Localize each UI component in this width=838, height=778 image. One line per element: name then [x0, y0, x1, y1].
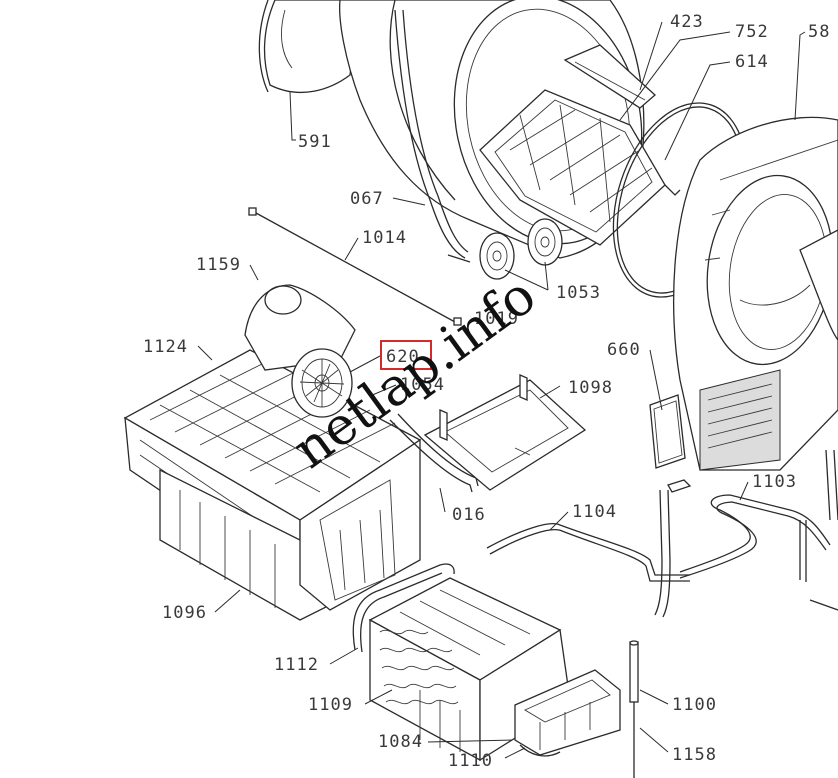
drain-tray: [423, 374, 587, 491]
wire-1014: [248, 207, 462, 326]
label-1084: 1084: [378, 732, 423, 752]
label-660: 660: [607, 340, 641, 360]
label-620: 620: [386, 347, 420, 367]
label-067: 067: [350, 189, 384, 209]
label-1159: 1159: [196, 255, 241, 275]
sensor-probe: [629, 640, 639, 778]
label-016: 016: [452, 505, 486, 525]
label-1158: 1158: [672, 745, 717, 765]
label-752: 752: [735, 22, 769, 42]
fan-duct: [244, 284, 356, 371]
label-423: 423: [670, 12, 704, 32]
label-1100: 1100: [672, 695, 717, 715]
part-labels: 591 423 752 614 58 067 1014 1053 1159 10…: [143, 12, 830, 771]
label-1054: 1054: [400, 375, 445, 395]
front-bulkhead: [673, 116, 838, 471]
highlight-box-620: [380, 340, 432, 370]
heat-exchanger: [352, 563, 571, 762]
fluff-filter: [649, 394, 686, 469]
label-1109: 1109: [308, 695, 353, 715]
drum-belt: [394, 9, 471, 263]
label-1124: 1124: [143, 337, 188, 357]
label-614: 614: [735, 52, 769, 72]
label-1098: 1098: [568, 378, 613, 398]
label-1110: 1110: [448, 751, 493, 771]
drum-rollers: [479, 218, 563, 280]
label-1096: 1096: [162, 603, 207, 623]
label-591: 591: [298, 132, 332, 152]
label-1103: 1103: [752, 472, 797, 492]
drum-back-plate: [258, 0, 361, 93]
label-1104: 1104: [572, 502, 617, 522]
label-1014: 1014: [362, 228, 407, 248]
label-1019: 1019: [474, 309, 519, 329]
label-58: 58: [808, 22, 830, 42]
leader-lines: [197, 21, 806, 759]
pipe-1103: [679, 449, 838, 611]
condenser-housing: [123, 349, 422, 621]
heat-exchanger-tray: [514, 669, 621, 757]
pipe-1104: [486, 479, 692, 618]
label-1112: 1112: [274, 655, 319, 675]
fan-wheel: [291, 348, 353, 418]
label-1053: 1053: [556, 283, 601, 303]
